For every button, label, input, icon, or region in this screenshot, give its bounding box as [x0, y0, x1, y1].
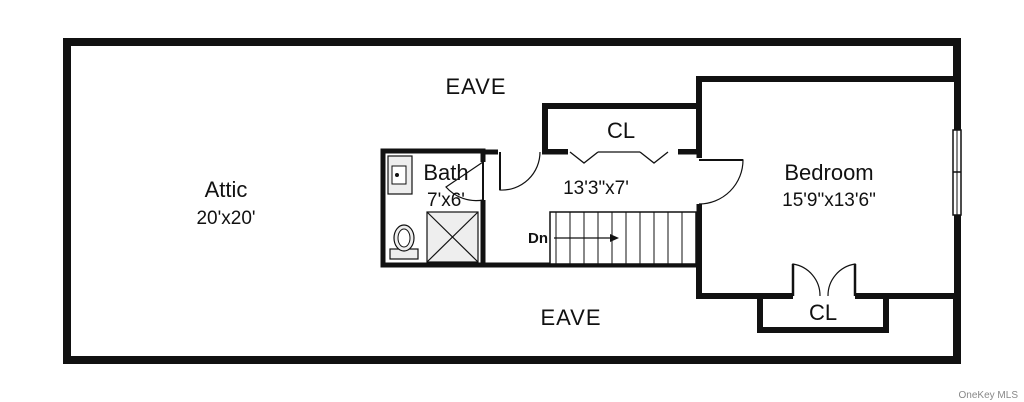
hall-closet-doors: [568, 146, 678, 164]
stairs-down-label: Dn: [528, 230, 548, 247]
attic-dims: 20'x20': [196, 208, 255, 229]
hall-door: [498, 146, 542, 191]
eave-bottom-label: EAVE: [540, 305, 601, 330]
hall-dims: 13'3"x7': [563, 178, 629, 199]
bedroom-dims: 15'9"x13'6": [782, 190, 876, 211]
attic-name: Attic: [205, 177, 248, 202]
bath-name: Bath: [423, 160, 468, 185]
bedroom-name: Bedroom: [784, 160, 873, 185]
eave-top-label: EAVE: [445, 74, 506, 99]
stairs-arrow-icon: [554, 234, 619, 242]
bedroom-closet-label: CL: [809, 300, 837, 325]
bath-door: [445, 161, 488, 202]
watermark: OneKey MLS: [959, 390, 1019, 401]
bath-dims: 7'x6': [427, 190, 465, 211]
bedroom-closet-doors: [791, 263, 857, 302]
bedroom-door: [693, 158, 744, 205]
sink-icon: [387, 155, 413, 195]
hall-closet-wall: [542, 103, 702, 155]
bedroom-wall: [696, 76, 960, 299]
toilet-icon: [389, 224, 419, 260]
hall-closet-label: CL: [607, 118, 635, 143]
shower-icon: [426, 211, 479, 263]
bedroom-window: [952, 129, 962, 216]
